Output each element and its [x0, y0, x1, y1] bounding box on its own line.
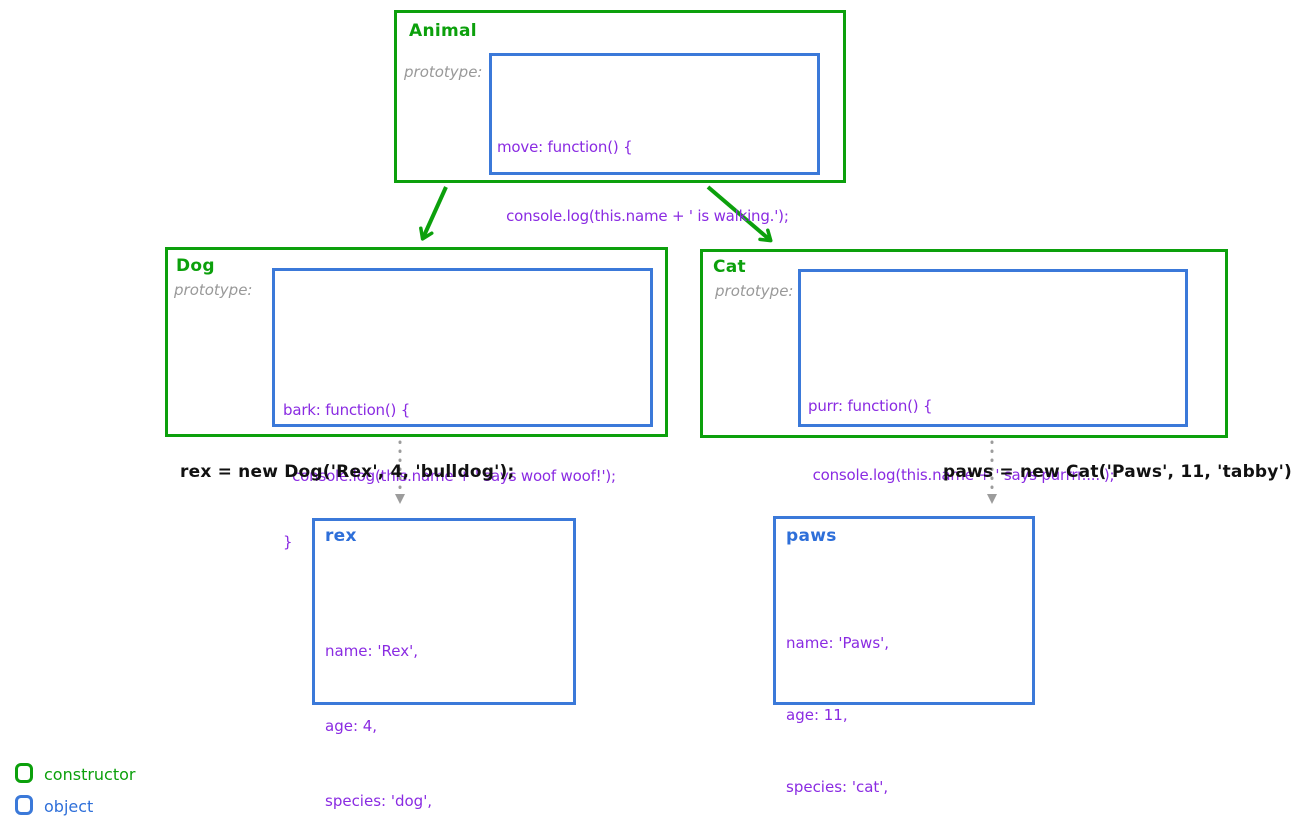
cat-title: Cat [713, 257, 746, 277]
legend-object-label: object [44, 797, 94, 816]
member-line: name: 'Paws', [786, 634, 890, 652]
cat-prototype-code: purr: function() { console.log(this.name… [808, 349, 1115, 602]
paws-assignment-statement: paws = new Cat('Paws', 11, 'tabby'); [943, 462, 1291, 482]
animal-prototype-code: move: function() { console.log(this.name… [497, 90, 789, 343]
code-line: console.log(this.name + ' says purrrr...… [808, 466, 1115, 484]
cat-constructor-box: Cat prototype: purr: function() { consol… [700, 249, 1228, 553]
object-swatch-icon [15, 795, 33, 815]
paws-object-title: paws [786, 526, 837, 546]
code-line: bark: function() { [283, 401, 411, 419]
dog-title: Dog [176, 256, 215, 276]
dog-prototype-box: bark: function() { console.log(this.name… [272, 268, 653, 551]
dog-constructor-box: Dog prototype: bark: function() { consol… [165, 247, 668, 551]
code-line: } [283, 533, 293, 551]
member-line: name: 'Rex', [325, 642, 418, 660]
rex-object-box: rex name: 'Rex', age: 4, species: 'dog',… [312, 518, 576, 810]
code-line: purr: function() { [808, 397, 933, 415]
paws-object-members: name: 'Paws', age: 11, species: 'cat', c… [786, 583, 898, 833]
animal-title: Animal [409, 21, 477, 41]
rex-object-members: name: 'Rex', age: 4, species: 'dog', bre… [325, 589, 447, 833]
animal-constructor-box: Animal prototype: move: function() { con… [394, 10, 846, 294]
code-line: console.log(this.name + ' says woof woof… [283, 467, 616, 485]
code-line: console.log(this.name + ' is walking.'); [497, 207, 789, 225]
cat-prototype-box: purr: function() { console.log(this.name… [798, 269, 1188, 553]
legend-constructor-label: constructor [44, 765, 136, 784]
member-line: species: 'cat', [786, 778, 889, 796]
inheritance-arrow-animal-to-dog [419, 186, 448, 241]
dog-prototype-label: prototype: [174, 281, 253, 299]
paws-object-box: paws name: 'Paws', age: 11, species: 'ca… [773, 516, 1035, 796]
member-line: species: 'dog', [325, 792, 433, 810]
constructor-swatch-icon [15, 763, 33, 783]
member-line: age: 11, [786, 706, 848, 724]
animal-prototype-box: move: function() { console.log(this.name… [489, 53, 820, 294]
code-line: move: function() { [497, 138, 633, 156]
cat-prototype-label: prototype: [715, 282, 794, 300]
member-line: age: 4, [325, 717, 378, 735]
dog-prototype-code: bark: function() { console.log(this.name… [283, 355, 616, 597]
rex-assignment-statement: rex = new Dog('Rex', 4, 'bulldog'); [180, 462, 515, 482]
rex-object-title: rex [325, 526, 357, 546]
animal-prototype-label: prototype: [404, 63, 483, 81]
